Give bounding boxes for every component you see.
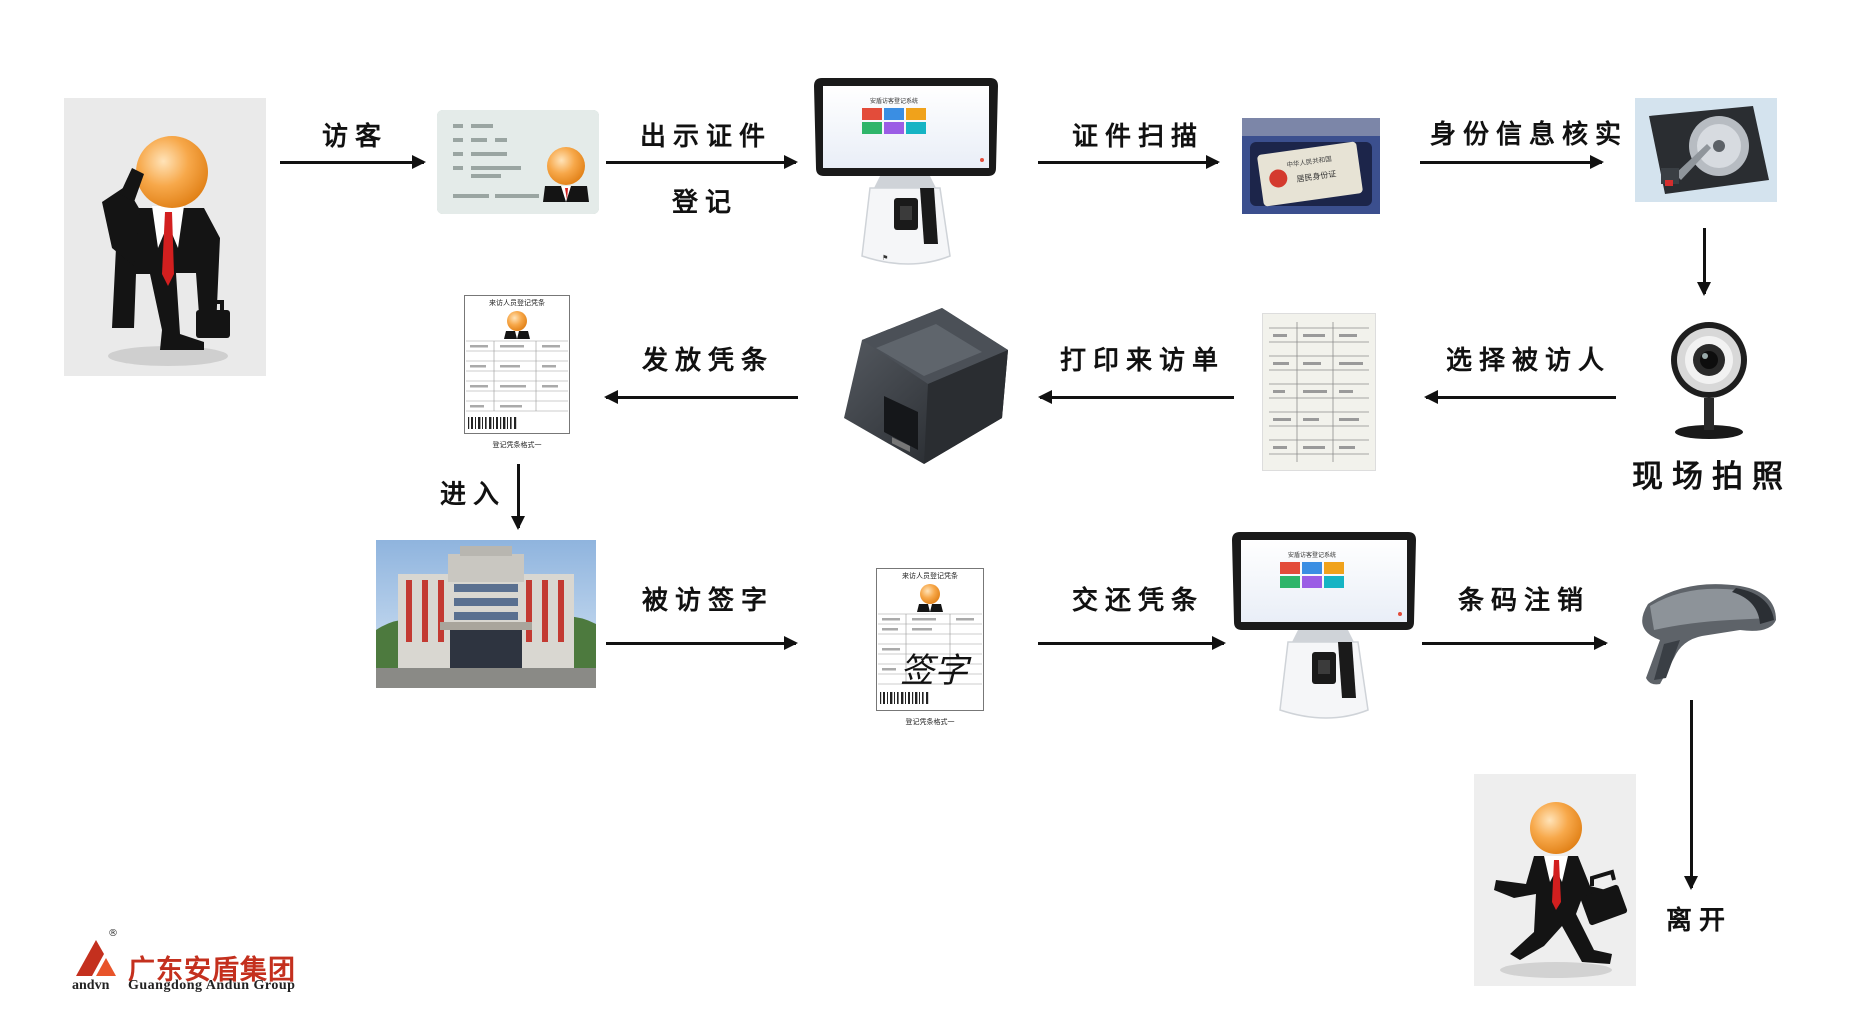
- webcam-image: [1668, 316, 1750, 440]
- arrow-server-to-camera: [1697, 228, 1711, 296]
- arrow-visitor-to-id: [280, 155, 426, 169]
- pass-slip-title: 来访人员登记凭条: [489, 298, 545, 307]
- step-label-show-id: 出示证件: [640, 122, 773, 152]
- visitor-leaving-image: [1474, 774, 1636, 986]
- id-card-image: [437, 110, 599, 214]
- visitor-pass-slip-image: 来访人员登记凭条 登记凭条格式一: [464, 295, 570, 451]
- arrow-camera-to-form: [1424, 390, 1616, 404]
- arrow-pass-to-kiosk: [1038, 636, 1226, 650]
- visitor-form-sheet-image: [1262, 313, 1376, 471]
- checkout-kiosk-image: 安盾访客登记系统: [1228, 530, 1420, 724]
- kiosk-brand-mark: ⚑: [882, 254, 888, 262]
- arrow-id-to-kiosk: [606, 155, 798, 169]
- pass-slip-caption: 登记凭条格式一: [493, 440, 542, 449]
- step-label-verify: 身份信息核实: [1430, 120, 1629, 150]
- signed-slip-caption: 登记凭条格式一: [906, 717, 955, 726]
- registration-kiosk-image: 安盾访客登记系统 ⚑: [810, 76, 1002, 270]
- kiosk2-screen-title: 安盾访客登记系统: [1288, 551, 1336, 559]
- visitor-phone-image: [64, 98, 266, 376]
- step-label-host-sign: 被访签字: [642, 586, 775, 616]
- arrow-printer-to-pass: [604, 390, 798, 404]
- step-label-select-host: 选择被访人: [1446, 346, 1612, 376]
- company-english-name: Guangdong Andun Group: [128, 978, 296, 993]
- server-harddisk-image: [1635, 98, 1777, 202]
- barcode-scanner-image: [1620, 574, 1780, 686]
- arrow-kiosk-to-barcode-scanner: [1422, 636, 1608, 650]
- step-label-leave: 离开: [1666, 906, 1733, 936]
- step-label-scan-id: 证件扫描: [1072, 122, 1205, 152]
- signed-slip-title: 来访人员登记凭条: [902, 571, 958, 580]
- step-label-return-pass: 交还凭条: [1072, 586, 1205, 616]
- id-scanner-image: 中华人民共和国 居民身份证: [1242, 118, 1380, 214]
- arrow-pass-to-building: [511, 464, 525, 530]
- signed-pass-slip-image: 来访人员登记凭条 签字 登记凭条格式一: [876, 568, 984, 728]
- company-name: 广东安盾集团: [128, 955, 296, 986]
- step-label-barcode-cancel: 条码注销: [1458, 586, 1591, 616]
- step-label-visitor: 访客: [322, 122, 389, 152]
- arrow-scanner-to-exit: [1684, 700, 1698, 890]
- receipt-printer-image: [832, 300, 1012, 468]
- arrow-kiosk-to-scanner: [1038, 155, 1220, 169]
- company-logo-mark: [74, 938, 118, 978]
- step-label-photo: 现场拍照: [1632, 459, 1792, 495]
- kiosk-screen-title: 安盾访客登记系统: [870, 97, 918, 105]
- step-label-enter: 进入: [440, 480, 507, 510]
- step-label-issue-pass: 发放凭条: [642, 346, 775, 376]
- step-label-register: 登记: [672, 188, 739, 218]
- company-brand: andvn: [72, 978, 110, 993]
- arrow-form-to-printer: [1038, 390, 1234, 404]
- signature-text: 签字: [900, 651, 972, 691]
- office-building-image: [376, 540, 596, 688]
- registered-mark: ®: [108, 928, 118, 939]
- arrow-building-to-signed-pass: [606, 636, 798, 650]
- arrow-scanner-to-server: [1420, 155, 1604, 169]
- step-label-print-slip: 打印来访单: [1060, 346, 1226, 376]
